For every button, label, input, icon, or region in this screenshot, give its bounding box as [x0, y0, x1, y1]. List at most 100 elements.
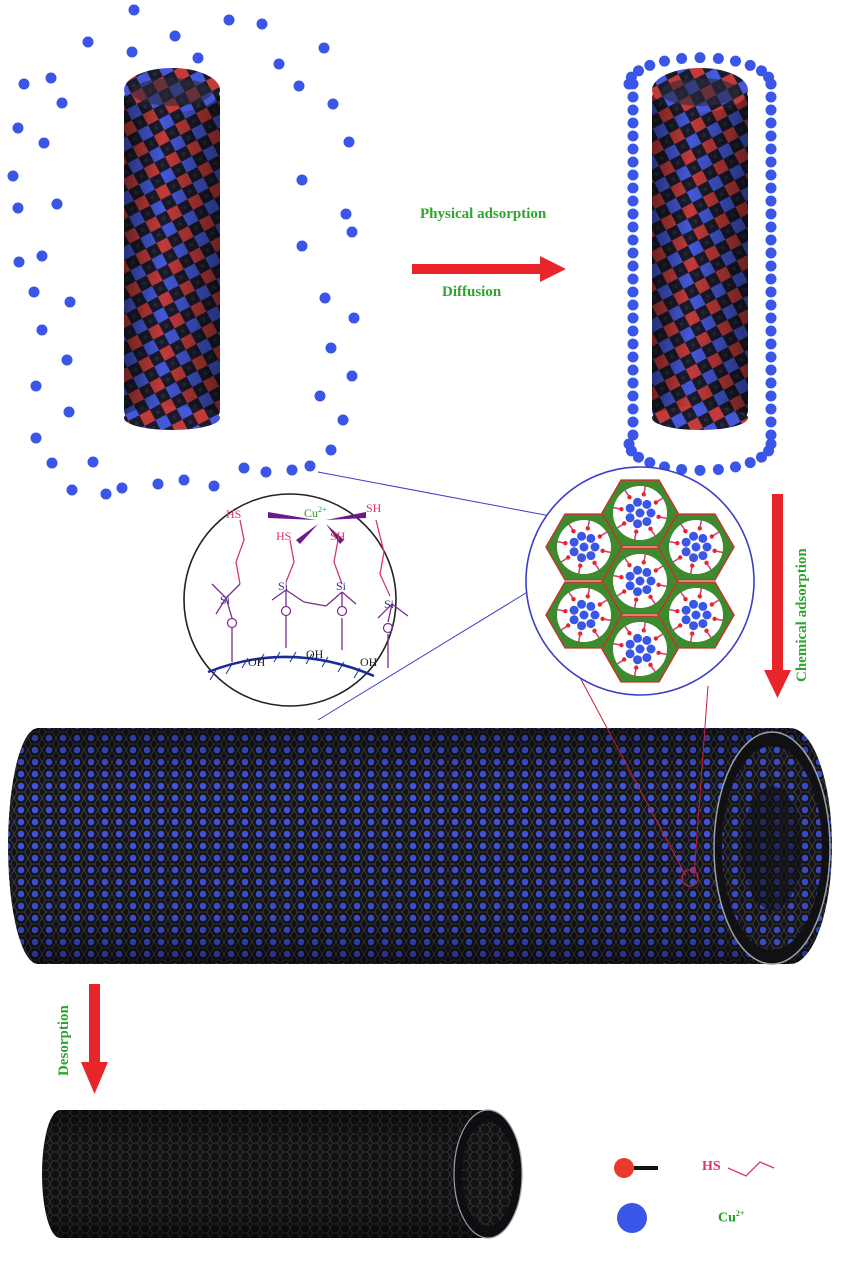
- legend: [614, 1158, 775, 1233]
- ligand-head: [578, 631, 583, 636]
- cu-ion: [293, 80, 305, 92]
- large-nanotube: [8, 728, 832, 965]
- desorption-label: Desorption: [56, 1005, 72, 1076]
- si-label-2: Si: [278, 579, 289, 593]
- ligand-head: [683, 596, 688, 602]
- cu-ion: [126, 46, 138, 58]
- ligand-head: [563, 609, 568, 614]
- cu-ion: [765, 286, 777, 298]
- ligand-head: [627, 630, 632, 636]
- ligand-head: [648, 594, 653, 600]
- molecular-detail-circle: [183, 493, 409, 707]
- cu-ion: [765, 351, 777, 363]
- cu-ion: [66, 484, 78, 496]
- cu-ion: [765, 234, 777, 246]
- cu-ion: [296, 174, 308, 186]
- cu-ion: [644, 59, 656, 71]
- ligand-head: [641, 560, 646, 565]
- cu-ion: [698, 533, 708, 543]
- cu-ion: [627, 299, 639, 311]
- cu-ion: [765, 78, 777, 90]
- si-label-3: Si: [336, 579, 347, 593]
- cu-ion: [635, 576, 645, 586]
- ligand-head: [634, 597, 639, 602]
- cu-ion: [569, 547, 579, 557]
- cu-ion: [627, 104, 639, 116]
- ligand-head: [634, 665, 639, 670]
- cu-ion: [627, 429, 639, 441]
- desorbed-nanotube: [42, 1109, 523, 1239]
- ligand-head: [627, 562, 632, 568]
- cu-ion: [627, 117, 639, 129]
- cu-ion: [586, 551, 596, 561]
- cu-ion: [763, 445, 775, 457]
- cu-ion: [569, 537, 579, 547]
- cu-ion: [676, 52, 688, 64]
- cu-ion: [635, 508, 645, 518]
- cu-ion: [627, 208, 639, 220]
- ligand-head: [585, 526, 590, 531]
- ligand-legend-icon: [614, 1158, 634, 1178]
- ligand-head: [621, 589, 627, 594]
- cu-ion: [586, 533, 596, 543]
- cu-ion: [169, 30, 181, 42]
- cu-ion: [577, 599, 587, 609]
- cu-ion: [765, 182, 777, 194]
- cu-ion: [765, 429, 777, 441]
- ligand-head: [677, 623, 683, 628]
- cu-ion: [192, 52, 204, 64]
- cu-ion: [642, 517, 652, 527]
- cu-ion: [627, 182, 639, 194]
- cu-ion: [765, 390, 777, 402]
- cu-ion: [646, 508, 656, 518]
- ligand-head: [653, 568, 659, 573]
- cu-ion: [755, 65, 767, 77]
- scattered-cu-ions: [7, 4, 360, 500]
- ligand-head: [656, 650, 661, 655]
- ligand-head: [656, 514, 661, 519]
- hexagonal-pore: [657, 581, 735, 649]
- cu-ion: [646, 576, 656, 586]
- cu-ion: [18, 78, 30, 90]
- cu-ion: [625, 639, 635, 649]
- cu-ion: [765, 403, 777, 415]
- cu-ion: [642, 653, 652, 663]
- cu-ion: [681, 615, 691, 625]
- cu-ion: [765, 247, 777, 259]
- ligand-head: [565, 555, 571, 560]
- ligand-head: [690, 563, 695, 568]
- ligand-head: [704, 560, 709, 566]
- cu-ion: [13, 256, 25, 268]
- cu-ion: [569, 615, 579, 625]
- cu-ion: [627, 312, 639, 324]
- ligand-head: [653, 636, 659, 641]
- ligand-head: [712, 616, 717, 621]
- cu-ion: [633, 565, 643, 575]
- cu-ion: [765, 338, 777, 350]
- cu-ion: [644, 457, 656, 469]
- cu-ion: [46, 457, 58, 469]
- ligand-head: [709, 602, 715, 607]
- cu-ion: [627, 273, 639, 285]
- cu-ion: [579, 542, 589, 552]
- cu-ion: [765, 377, 777, 389]
- cu-ion: [659, 55, 670, 67]
- cu-ion: [627, 351, 639, 363]
- cu-ion: [730, 461, 741, 473]
- cu-ion: [681, 537, 691, 547]
- cu-ion: [625, 649, 635, 659]
- cu-ion: [627, 377, 639, 389]
- ligand-head: [656, 582, 661, 587]
- cu-ion: [51, 198, 63, 210]
- cu-ion: [755, 451, 767, 463]
- sh-label-2: SH: [366, 501, 382, 515]
- cu-ion: [765, 208, 777, 220]
- cu-ion: [325, 342, 337, 354]
- ligand-head: [712, 548, 717, 553]
- cu-ion: [577, 531, 587, 541]
- cu-ion: [627, 130, 639, 142]
- ligand-head: [565, 623, 571, 628]
- cu-ion: [623, 438, 635, 450]
